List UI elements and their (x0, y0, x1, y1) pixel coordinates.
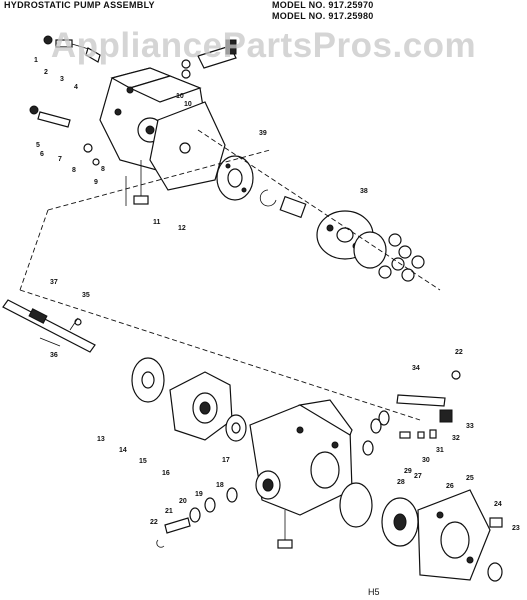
upper-left-hardware (29, 35, 101, 166)
callout-17: 17 (222, 457, 230, 464)
callout-22b: 22 (455, 349, 463, 356)
callout-15: 15 (139, 458, 147, 465)
cylinder-block-part (259, 189, 425, 282)
callout-4: 4 (74, 84, 78, 91)
callout-26: 26 (446, 483, 454, 490)
callout-18: 18 (216, 482, 224, 489)
callout-31: 31 (436, 447, 444, 454)
callout-7: 7 (58, 156, 62, 163)
main-pump-housing (249, 399, 353, 549)
callout-25: 25 (466, 475, 474, 482)
callout-12: 12 (178, 225, 186, 232)
callout-8: 8 (72, 167, 76, 174)
callout-22: 22 (150, 519, 158, 526)
o-ring-part (339, 482, 373, 528)
callout-10b: 10 (184, 101, 192, 108)
callout-24: 24 (494, 501, 502, 508)
callout-16: 16 (162, 470, 170, 477)
upper-fitting-part (181, 39, 237, 79)
alignment-line (197, 129, 441, 291)
callout-10: 10 (176, 93, 184, 100)
thrust-plate-part (216, 155, 254, 201)
callout-34: 34 (412, 365, 420, 372)
callout-36: 36 (50, 352, 58, 359)
callout-37: 37 (50, 279, 58, 286)
callout-38: 38 (360, 188, 368, 195)
lower-left-hardware (156, 487, 238, 548)
callout-23: 23 (512, 525, 520, 532)
callout-9: 9 (94, 179, 98, 186)
callout-6: 6 (40, 151, 44, 158)
callout-2: 2 (44, 69, 48, 76)
watermark: AppliancePartsPros.com (50, 26, 477, 65)
check-valve-parts (362, 370, 461, 456)
bolt-part (125, 160, 149, 206)
callout-3: 3 (60, 76, 64, 83)
callout-8b: 8 (101, 166, 105, 173)
callout-28: 28 (397, 479, 405, 486)
input-shaft-part (2, 299, 96, 353)
callout-20: 20 (179, 498, 187, 505)
diagram-code: H5 (368, 587, 380, 597)
model-number-2: MODEL NO. 917.25980 (272, 11, 374, 21)
lower-left-components (131, 357, 247, 442)
callout-14: 14 (119, 447, 127, 454)
callout-5: 5 (36, 142, 40, 149)
end-cap-part (381, 489, 491, 581)
callout-32: 32 (452, 435, 460, 442)
diagram-title: HYDROSTATIC PUMP ASSEMBLY (4, 0, 155, 10)
callout-27: 27 (414, 473, 422, 480)
callout-19: 19 (195, 491, 203, 498)
model-number-1: MODEL NO. 917.25970 (272, 0, 374, 10)
callout-29: 29 (404, 468, 412, 475)
callout-11: 11 (153, 219, 161, 226)
callout-39: 39 (259, 130, 267, 137)
callout-labels: 1 2 3 4 5 6 7 8 9 10 11 12 13 14 15 16 1… (34, 57, 520, 532)
callout-33: 33 (466, 423, 474, 430)
right-hardware (487, 517, 503, 582)
callout-35: 35 (82, 292, 90, 299)
callout-21: 21 (165, 508, 173, 515)
callout-30: 30 (422, 457, 430, 464)
callout-1: 1 (34, 57, 38, 64)
callout-13: 13 (97, 436, 105, 443)
